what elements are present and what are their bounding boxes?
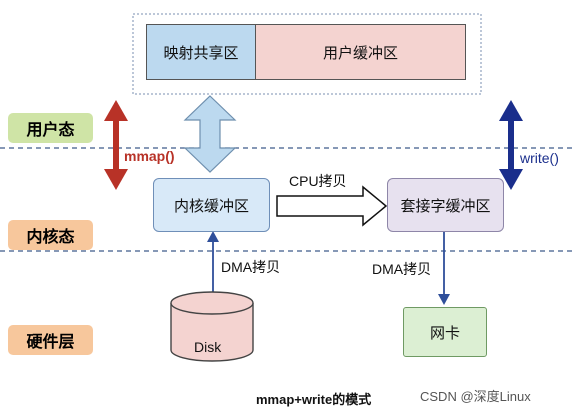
layer-label-user: 用户态	[8, 113, 93, 143]
disk-cylinder	[170, 291, 254, 362]
diagram-caption: mmap+write的模式	[256, 392, 372, 407]
user-buffer: 用户缓冲区	[255, 24, 466, 80]
layer-label-kernel: 内核态	[8, 220, 93, 250]
cpu-copy-arrow	[276, 185, 388, 227]
dma-copy-right-label: DMA拷贝	[372, 261, 432, 277]
write-arrow	[499, 100, 523, 190]
mmap-shared-region-label: 映射共享区	[163, 44, 239, 62]
mmap-shared-region: 映射共享区	[146, 24, 256, 80]
dma-arrow-right	[438, 232, 450, 305]
watermark: CSDN @深度Linux	[420, 389, 531, 404]
user-buffer-label: 用户缓冲区	[322, 44, 398, 62]
disk-label: Disk	[194, 339, 222, 355]
nic-label: 网卡	[429, 324, 460, 342]
kernel-buffer-label: 内核缓冲区	[173, 197, 249, 215]
dma-copy-left-label: DMA拷贝	[221, 259, 281, 275]
layer-label-kernel-text: 内核态	[26, 229, 75, 246]
write-call-label: write()	[520, 150, 559, 166]
dma-arrow-left	[207, 231, 219, 292]
cpu-copy-label: CPU拷贝	[289, 173, 347, 189]
socket-buffer: 套接字缓冲区	[387, 178, 504, 232]
layer-label-hardware-text: 硬件层	[26, 334, 75, 351]
mmap-call-label: mmap()	[124, 148, 175, 164]
layer-label-user-text: 用户态	[26, 122, 75, 139]
shared-mapping-arrow	[183, 95, 237, 173]
user-space-frame	[132, 13, 482, 95]
layer-label-hardware: 硬件层	[8, 325, 93, 355]
socket-buffer-label: 套接字缓冲区	[400, 197, 491, 215]
kernel-buffer: 内核缓冲区	[153, 178, 270, 232]
nic-box: 网卡	[403, 307, 487, 357]
mmap-arrow	[104, 100, 128, 190]
